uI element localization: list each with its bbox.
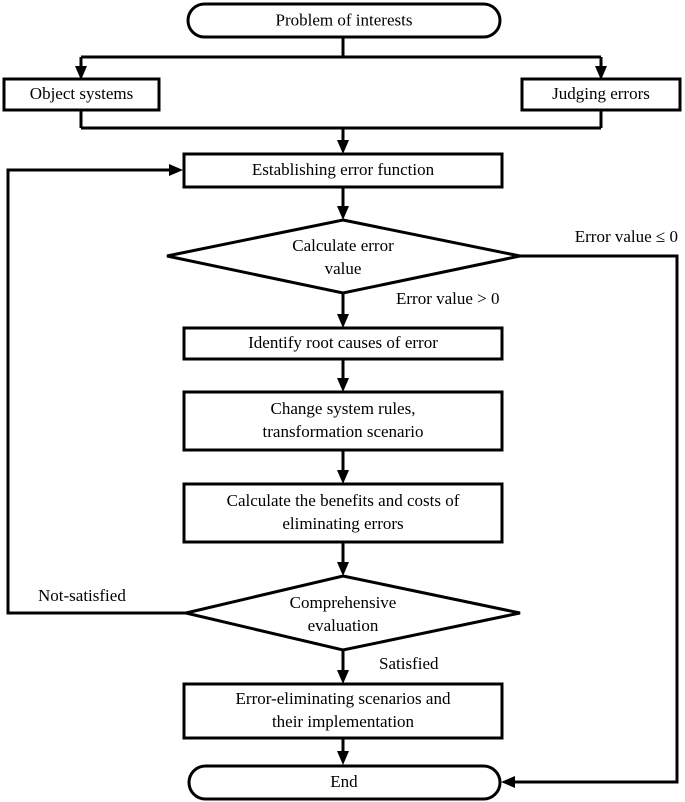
comprehensive-evaluation-label-line1: Comprehensive xyxy=(290,593,397,612)
calculate-benefits-costs-shape xyxy=(182,482,504,544)
end-shape xyxy=(187,764,502,801)
calculate-error-value-label-line1: Calculate error xyxy=(292,236,394,255)
node-end[interactable]: End xyxy=(187,764,502,801)
comprehensive-evaluation-shape xyxy=(185,574,521,652)
calculate-error-value-shape xyxy=(166,218,521,295)
node-calculate-benefits-costs[interactable]: Calculate the benefits and costs of elim… xyxy=(182,482,504,544)
change-system-rules-shape xyxy=(182,390,504,452)
arrowhead-to-object-systems xyxy=(75,66,87,80)
edge-label-error-value-gt-zero: Error value > 0 xyxy=(396,289,500,308)
comprehensive-evaluation-label-line2: evaluation xyxy=(308,616,379,635)
establishing-error-function-label: Establishing error function xyxy=(252,160,435,179)
end-label: End xyxy=(330,772,358,791)
arrowhead-to-comprehensive-evaluation xyxy=(337,562,349,576)
arrowhead-to-establishing xyxy=(337,140,349,154)
arrowhead-to-end xyxy=(337,751,349,765)
edge-label-error-value-le-zero: Error value ≤ 0 xyxy=(575,227,678,246)
arrowhead-to-scenarios xyxy=(337,670,349,684)
judging-errors-shape xyxy=(520,77,682,112)
connector-error-le-zero-to-end xyxy=(509,254,679,784)
node-comprehensive-evaluation[interactable]: Comprehensive evaluation xyxy=(185,574,521,652)
arrowhead-not-satisfied-to-establish xyxy=(169,164,183,176)
establishing-error-function-shape xyxy=(182,152,504,189)
node-identify-root-causes[interactable]: Identify root causes of error xyxy=(182,326,504,361)
calculate-error-value-label-line2: value xyxy=(325,259,362,278)
arrowhead-to-change-system-rules xyxy=(337,378,349,392)
node-calculate-error-value[interactable]: Calculate error value xyxy=(166,218,521,295)
node-problem-of-interests[interactable]: Problem of interests xyxy=(186,2,502,39)
connector-not-satisfied-to-establish xyxy=(6,168,186,615)
identify-root-causes-label: Identify root causes of error xyxy=(248,333,438,352)
error-eliminating-scenarios-label-line1: Error-eliminating scenarios and xyxy=(236,689,451,708)
problem-of-interests-label: Problem of interests xyxy=(276,10,413,29)
identify-root-causes-shape xyxy=(182,326,504,361)
node-establishing-error-function[interactable]: Establishing error function xyxy=(182,152,504,189)
edge-label-satisfied: Satisfied xyxy=(379,654,439,673)
problem-of-interests-shape xyxy=(186,2,502,39)
arrowhead-to-calculate-error xyxy=(337,206,349,220)
arrowhead-to-calculate-benefits xyxy=(337,470,349,484)
node-object-systems[interactable]: Object systems xyxy=(2,77,161,112)
object-systems-shape xyxy=(2,77,161,112)
node-error-eliminating-scenarios[interactable]: Error-eliminating scenarios and their im… xyxy=(182,682,504,740)
object-systems-label: Object systems xyxy=(30,84,133,103)
change-system-rules-label-line2: transformation scenario xyxy=(263,422,424,441)
arrowhead-to-identify-root-causes xyxy=(337,314,349,328)
arrowhead-error-le-zero-to-end xyxy=(501,776,515,788)
judging-errors-label: Judging errors xyxy=(552,84,650,103)
calculate-benefits-costs-label-line2: eliminating errors xyxy=(282,514,403,533)
change-system-rules-label-line1: Change system rules, xyxy=(271,399,416,418)
error-eliminating-scenarios-shape xyxy=(182,682,504,740)
arrowhead-to-judging-errors xyxy=(595,66,607,80)
edge-label-not-satisfied: Not-satisfied xyxy=(38,586,126,605)
error-eliminating-scenarios-label-line2: their implementation xyxy=(272,712,415,731)
node-change-system-rules[interactable]: Change system rules, transformation scen… xyxy=(182,390,504,452)
node-judging-errors[interactable]: Judging errors xyxy=(520,77,682,112)
calculate-benefits-costs-label-line1: Calculate the benefits and costs of xyxy=(227,491,460,510)
